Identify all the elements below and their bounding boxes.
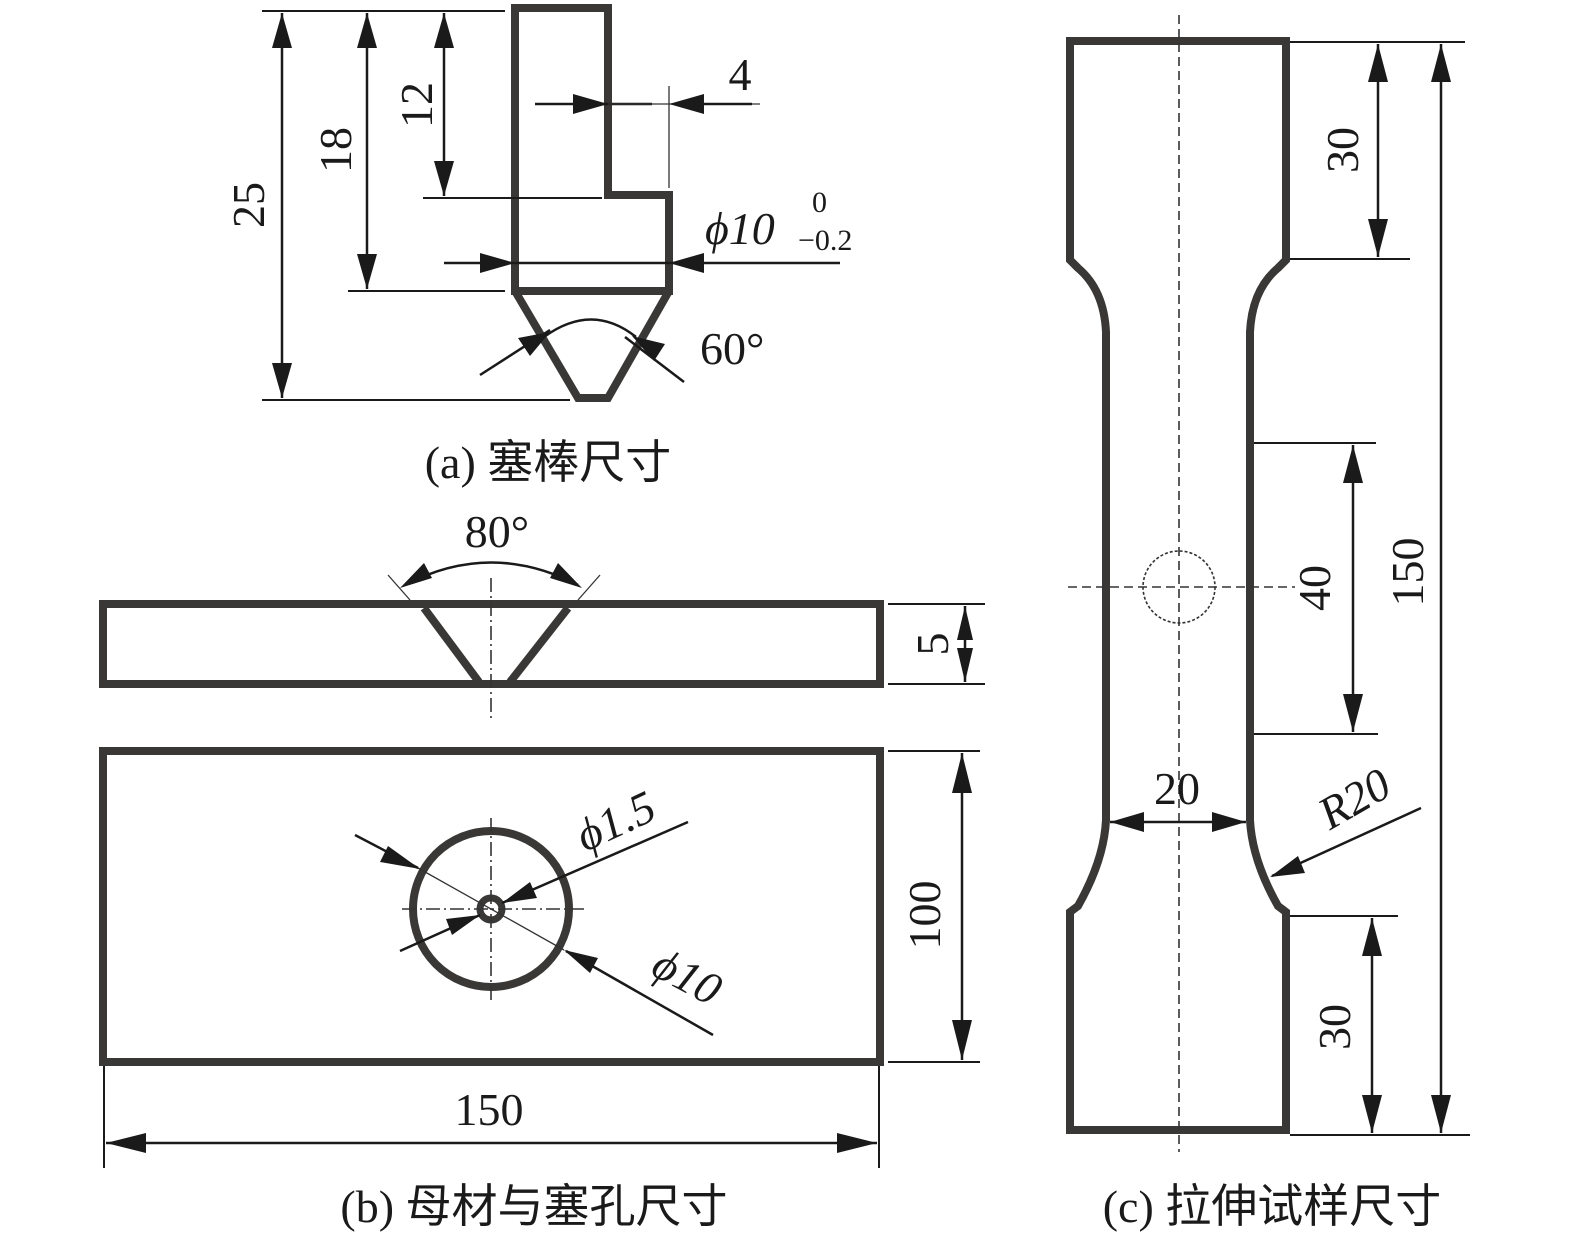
label-total-150: 150 xyxy=(1382,538,1433,607)
dim-gauge-length-40: 40 xyxy=(1289,445,1363,732)
dim-cone-angle-60: 60° xyxy=(479,318,764,383)
panel-c-tensile-specimen: 30 150 40 20 R20 30 xyxy=(1066,15,1470,1232)
label-r20: R20 xyxy=(1309,758,1400,840)
dim-body-length-18: 18 xyxy=(310,13,377,289)
dim-total-length-25: 25 xyxy=(223,13,292,398)
dim-total-length-150: 150 xyxy=(1382,44,1451,1133)
label-18: 18 xyxy=(310,127,361,173)
label-150: 150 xyxy=(455,1084,524,1135)
label-tol-upper: 0 xyxy=(812,186,827,219)
ext-line xyxy=(387,574,411,601)
dim-large-hole-10: ϕ10 xyxy=(354,833,730,1037)
dim-groove-angle-80: 80° xyxy=(400,506,582,588)
caption-a: (a) 塞棒尺寸 xyxy=(425,437,672,488)
panel-a-plug-rod: 25 18 12 4 ϕ10 xyxy=(223,4,852,488)
dim-width-100: 100 xyxy=(888,750,980,1063)
plate-top-view xyxy=(99,747,884,1066)
label-diameter: ϕ10 xyxy=(705,203,775,254)
caption-c: (c) 拉伸试样尺寸 xyxy=(1103,1181,1442,1232)
label-small-hole: ϕ1.5 xyxy=(568,781,663,862)
label-width-20: 20 xyxy=(1154,763,1200,814)
label-tol-lower: −0.2 xyxy=(798,224,852,257)
groove-right-edge xyxy=(506,605,572,685)
label-grip-bottom-30: 30 xyxy=(1309,1004,1360,1050)
ext-line xyxy=(577,574,601,601)
dim-grip-bottom-30: 30 xyxy=(1309,918,1382,1133)
label-4: 4 xyxy=(729,49,752,100)
panel-b-base-metal: 80° 5 ϕ10 ϕ1.5 xyxy=(99,506,985,1232)
dim-step-width-4: 4 xyxy=(535,49,760,114)
label-12: 12 xyxy=(391,82,442,128)
dim-gauge-width-20: 20 xyxy=(1110,763,1246,832)
dim-grip-top-30: 30 xyxy=(1317,44,1388,257)
dim-thickness-5: 5 xyxy=(888,603,985,685)
dim-length-150: 150 xyxy=(103,1066,880,1168)
dim-fillet-radius-r20: R20 xyxy=(1270,758,1422,878)
caption-b: (b) 母材与塞孔尺寸 xyxy=(340,1181,727,1232)
label-25: 25 xyxy=(223,182,274,228)
plug-rod-cone xyxy=(511,288,673,402)
label-60-deg: 60° xyxy=(700,323,764,374)
dim-small-hole-1-5: ϕ1.5 xyxy=(399,781,689,953)
label-grip-top-30: 30 xyxy=(1317,127,1368,173)
label-100: 100 xyxy=(899,881,950,950)
label-5: 5 xyxy=(907,633,958,656)
plug-rod-outline xyxy=(511,4,673,295)
dim-diameter-10: ϕ10 0 −0.2 xyxy=(444,186,852,273)
label-gauge-40: 40 xyxy=(1289,565,1340,611)
plug-hole-circle xyxy=(1142,550,1216,624)
dim-step-length-12: 12 xyxy=(391,13,454,196)
label-80-deg: 80° xyxy=(465,506,529,557)
specimen-outline xyxy=(1066,37,1290,1134)
groove-left-edge xyxy=(420,605,483,685)
